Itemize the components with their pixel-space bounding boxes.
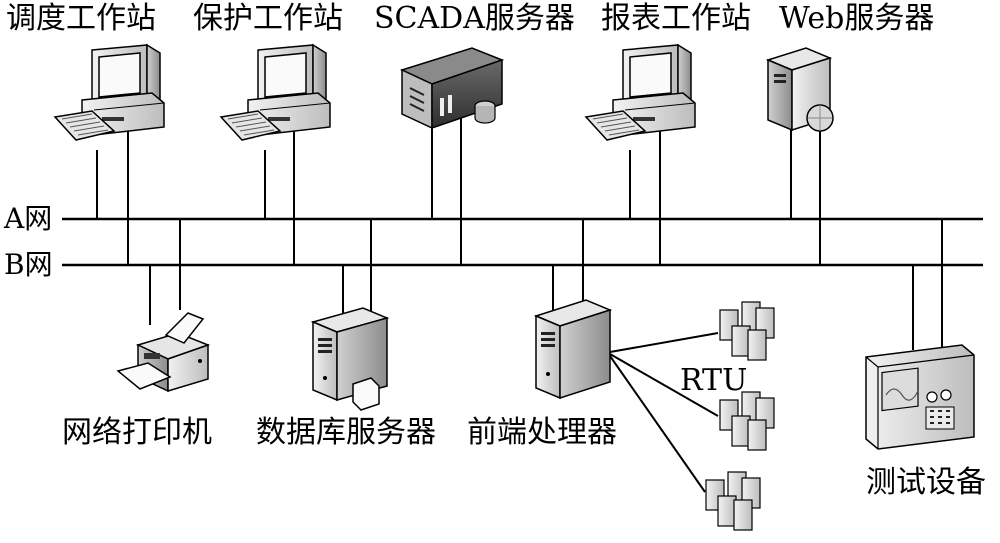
web-server-icon xyxy=(765,47,834,132)
top-device-drops xyxy=(96,115,821,265)
protection-workstation-label: 保护工作站 xyxy=(193,1,343,36)
front-end-processor-label: 前端处理器 xyxy=(467,415,617,450)
database-server-label: 数据库服务器 xyxy=(256,415,436,450)
front-end-processor-icon xyxy=(533,299,613,400)
rtu-cluster-icon xyxy=(719,301,775,361)
workstation-icon xyxy=(53,43,165,141)
dispatch-workstation-label: 调度工作站 xyxy=(6,1,156,36)
test-equipment-label: 测试设备 xyxy=(866,465,986,500)
test-equipment-icon xyxy=(865,344,975,450)
network-printer-label: 网络打印机 xyxy=(62,415,212,450)
web-server-label: Web服务器 xyxy=(779,1,935,36)
network-b-label: B网 xyxy=(4,248,53,281)
report-workstation-label: 报表工作站 xyxy=(601,1,751,36)
printer-icon xyxy=(116,312,211,393)
scada-server-label: SCADA服务器 xyxy=(374,1,575,36)
bottom-device-drops xyxy=(149,219,943,355)
workstation-icon xyxy=(219,43,331,141)
rack-server-icon xyxy=(399,47,505,130)
rtu-cluster-icon xyxy=(705,471,761,531)
rtu-links xyxy=(609,332,719,493)
database-server-icon xyxy=(310,307,390,411)
network-a-label: A网 xyxy=(4,202,53,235)
rtu-cluster-icon xyxy=(719,391,775,451)
workstation-icon xyxy=(584,43,696,141)
rtu-label: RTU xyxy=(680,363,748,398)
